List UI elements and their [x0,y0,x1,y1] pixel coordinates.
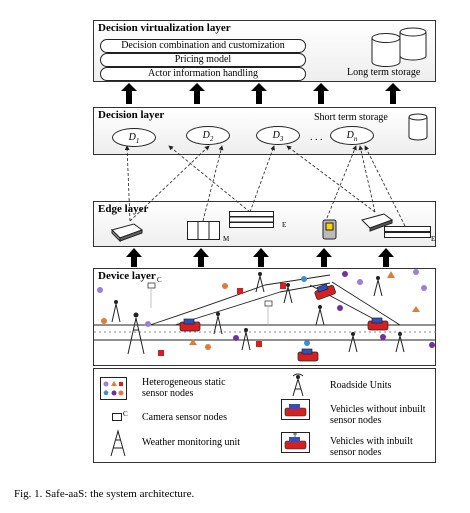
device-layer-title: Device layer [98,270,156,282]
device-vehicles [179,283,389,362]
up-arrow-icon [251,83,267,104]
edge-device-label-m: M [223,235,230,243]
edge-server-stack-icon [229,211,274,228]
tower-icon [283,283,293,304]
up-arrow-icon [313,83,329,104]
short-term-storage-database-icon [408,113,428,141]
up-arrow-icon [189,83,205,104]
virtualization-up-arrows [121,83,401,104]
decision-node-n: Dn [330,126,374,145]
camera-icon [264,300,273,326]
tower-icon [111,300,121,323]
tower-icon [315,305,325,326]
legend-camera-icon [112,413,122,421]
tower-icon [213,312,223,335]
tower-icon [255,272,265,293]
short-term-storage-label: Short term storage [314,112,388,123]
legend-camera-mark: C [123,410,128,418]
virtualization-layer-title: Decision virtualization layer [98,22,231,34]
tower-icon [373,276,383,297]
camera-icon [147,282,156,308]
tower-icon [395,332,405,353]
edge-layer-title: Edge layer [98,203,149,215]
long-term-storage-database-icon [371,27,427,67]
car-icon [179,318,201,332]
static-sensor-nodes [97,269,435,356]
up-arrow-icon [378,248,394,267]
up-arrow-icon [385,83,401,104]
decision-layer: Decision layer D1 D2 D3 . . . Dn Short t… [93,107,436,155]
decision-node-n-label: D [346,130,354,141]
legend-weather-unit-icon [110,429,126,457]
long-term-storage-label: Long term storage [347,67,421,78]
legend-rsu-icon [292,373,304,397]
decision-node-3-sub: 3 [279,135,284,143]
edge-server-rack-icon [187,221,220,240]
legend-vehicle-without-icon [281,399,310,420]
edge-gateway-icon [322,219,337,240]
edge-device-label-e2: E [431,235,436,243]
decision-node-n-sub: n [353,135,358,143]
edge-up-arrows [126,248,394,267]
decision-combination-item: Decision combination and customization [100,39,306,53]
decision-node-2-sub: 2 [209,135,214,143]
legend: Heterogeneous static sensor nodes C Came… [93,368,436,463]
tower-icon [348,332,358,353]
decision-node-2: D2 [186,126,230,145]
decision-node-1-sub: 1 [135,137,140,145]
edge-to-decision-links [124,145,406,227]
figure-caption: Fig. 1. Safe-aaS: the system architectur… [14,488,195,500]
device-cameras [147,282,273,326]
edge-layer: Edge layer M E E [93,201,436,247]
legend-vehicles-with-label: Vehicles with inbuilt sensor nodes [330,436,413,458]
legend-static-nodes-label: Heterogeneous static sensor nodes [142,377,226,399]
decision-node-1-label: D [128,132,136,143]
actor-information-item: Actor information handling [100,67,306,81]
car-icon [367,317,389,331]
edge-device-label-e1: E [282,221,287,229]
up-arrow-icon [193,248,209,267]
edge-router-icon [111,223,144,243]
pricing-model-item: Pricing model [100,53,306,67]
car-icon [297,348,319,362]
legend-vehicles-without-label: Vehicles without inbuilt sensor nodes [330,404,426,426]
car-icon [314,283,336,300]
tower-icon [241,328,251,351]
legend-rsu-label: Roadside Units [330,380,392,391]
device-towers [111,272,405,355]
decision-layer-title: Decision layer [98,109,165,121]
tower-icon [127,312,145,355]
up-arrow-icon [121,83,137,104]
decision-nodes-ellipsis: . . . [310,132,323,143]
legend-static-nodes-icon [100,377,127,400]
up-arrow-icon [126,248,142,267]
legend-vehicle-with-icon [281,432,310,453]
decision-node-3: D3 [256,126,300,145]
edge-server-stack-2-icon [384,226,431,238]
decision-virtualization-layer: Decision virtualization layer Decision c… [93,20,436,82]
device-camera-label: C [157,276,162,284]
decision-node-1: D1 [112,128,156,147]
legend-camera-label: Camera sensor nodes [142,412,227,423]
edge-switch-icon [361,213,394,232]
up-arrow-icon [316,248,332,267]
legend-weather-label: Weather monitoring unit [142,437,241,448]
up-arrow-icon [253,248,269,267]
decision-node-2-label: D [202,130,210,141]
decision-node-3-label: D [272,130,280,141]
